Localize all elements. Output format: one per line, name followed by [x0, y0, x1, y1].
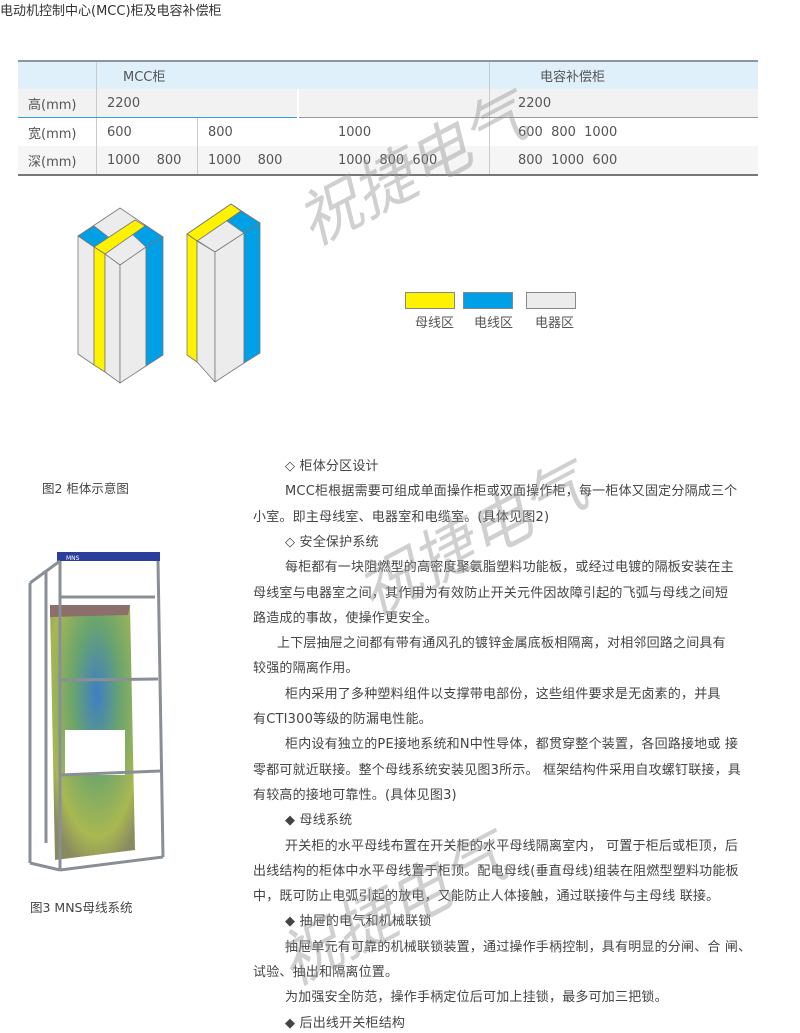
height-empty: [297, 89, 490, 118]
figure3-caption: 图3 MNS母线系统: [30, 900, 133, 915]
row-label: 高(mm): [18, 89, 97, 118]
legend-swatch-wiring: [463, 292, 513, 309]
section-heading: ◆ 后出线开关柜结构: [285, 1015, 406, 1031]
section-heading: ◇ 柜体分区设计: [285, 459, 379, 474]
legend-label-equipment: 电器区: [535, 316, 575, 331]
paragraph-line: 为加强安全防范，操作手柄定位后可加上挂锁，最多可加三把锁。: [285, 990, 668, 1006]
cabinet-diagram: [77, 203, 261, 384]
header-capacitor: 电容补偿柜: [489, 60, 758, 89]
paragraph-line: MCC柜根据需要可组成单面操作柜或双面操作柜，每一柜体又固定分隔成三个: [285, 484, 738, 500]
paragraph-line: 上下层抽屉之间都有带有通风孔的镀锌金属底板相隔离，对相邻回路之间具有: [277, 636, 726, 652]
paragraph-line: 每柜都有一块阻燃型的高密度聚氨脂塑料功能板，或经过电镀的隔板安装在主: [285, 560, 734, 576]
legend-swatch-busbar: [405, 292, 455, 309]
header-mcc: MCC柜: [96, 60, 490, 89]
paragraph-line: 有较高的接地可靠性。(具体见图3): [253, 787, 457, 803]
table-header-row: MCC柜 电容补偿柜: [18, 60, 758, 89]
depth-mcc-2: 1000 800: [197, 146, 298, 176]
paragraph-line: 柜内采用了多种塑料组件以支撑带电部份，这些组件要求是无卤素的，并具: [285, 686, 721, 702]
depth-mcc-3: 1000 800 600: [298, 146, 490, 176]
width-mcc-1: 600: [96, 117, 198, 146]
section-heading: ◇ 安全保护系统: [285, 534, 379, 550]
figure2-caption: 图2 柜体示意图: [42, 481, 129, 496]
paragraph-line: 小室。即主母线室、电器室和电缆室。(具体见图2): [253, 509, 550, 525]
paragraph-line: 柜内设有独立的PE接地系统和N中性导体，都贯穿整个装置，各回路接地或 接: [285, 737, 739, 753]
legend-swatch-equipment: [526, 292, 576, 309]
dimension-table: MCC柜 电容补偿柜 高(mm) 2200 2200 宽(mm) 600 800…: [18, 60, 758, 176]
paragraph-line: 零都可就近联接。整个母线系统安装见图3所示。 框架结构件采用自攻螺钉联接，具: [253, 762, 742, 778]
width-mcc-3: 1000: [298, 117, 490, 146]
section-heading: ◆ 母线系统: [285, 813, 353, 829]
depth-capacitor: 800 1000 600: [489, 146, 758, 176]
cabinet-2: [186, 203, 261, 383]
paragraph-line: 有CTI300等级的防漏电性能。: [253, 712, 432, 727]
table-row-depth: 深(mm) 1000 800 1000 800 1000 800 600 800…: [18, 146, 758, 176]
header-empty-cell: [18, 60, 97, 89]
document-title: 电动机控制中心(MCC)柜及电容补偿柜: [0, 4, 222, 19]
height-capacitor: 2200: [489, 89, 758, 118]
width-capacitor: 600 800 1000: [489, 117, 758, 146]
legend-label-busbar: 母线区: [415, 316, 455, 331]
cabinet-1: [77, 207, 164, 384]
table-row-height: 高(mm) 2200 2200: [18, 89, 758, 118]
paragraph-line: 母线室与电器室之间，其作用为有效防止开关元件因故障引起的飞弧与母线之间短: [253, 585, 729, 601]
paragraph-line: 出线结构的柜体中水平母线置于柜顶。配电母线(垂直母线)组装在阻燃型塑料功能板: [253, 863, 739, 879]
paragraph-line: 抽屉单元有可靠的机械联锁装置，通过操作手柄控制，具有明显的分闸、合 闸、: [285, 939, 752, 955]
row-label: 宽(mm): [18, 117, 97, 146]
paragraph-line: 路造成的事故，使操作更安全。: [253, 610, 438, 626]
mns-cabinet-photo: MNS: [28, 552, 165, 872]
paragraph-line: 较强的隔离作用。: [253, 661, 359, 677]
height-mcc: 2200: [96, 89, 298, 118]
section-heading: ◆ 抽屉的电气和机械联锁: [285, 914, 432, 930]
mns-label: MNS: [66, 555, 80, 562]
table-row-width: 宽(mm) 600 800 1000 600 800 1000: [18, 117, 758, 146]
paragraph-line: 开关柜的水平母线布置在开关柜的水平母线隔离室内， 可置于柜后或柜顶，后: [285, 838, 739, 854]
row-label: 深(mm): [18, 146, 97, 176]
depth-mcc-1: 1000 800: [96, 146, 198, 176]
paragraph-line: 试验、抽出和隔离位置。: [253, 965, 399, 980]
legend-label-wiring: 电线区: [474, 316, 514, 331]
width-mcc-2: 800: [197, 117, 298, 146]
paragraph-line: 中，既可防止电弧引起的放电，又能防止人体接触，通过联接件与主母线 联接。: [253, 889, 720, 905]
